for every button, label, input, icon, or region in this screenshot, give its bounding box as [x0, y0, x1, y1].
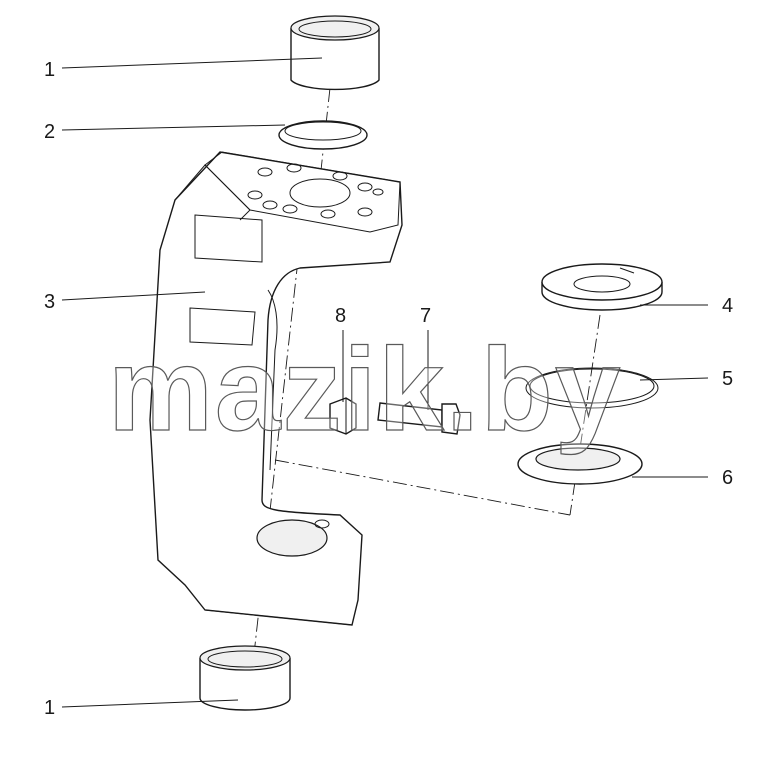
flange-hole [286, 163, 302, 173]
callout-5: 5 [722, 368, 733, 390]
seal-ring [278, 120, 368, 150]
flange-hole [247, 190, 263, 200]
flange-hole [332, 171, 348, 181]
flange-hole [357, 182, 373, 192]
seal-ring-inner [284, 121, 362, 141]
thrust-washer-slot [619, 267, 635, 274]
flange-bore [289, 178, 351, 208]
bushing-top-body [290, 28, 380, 91]
thrust-washer [541, 263, 663, 311]
callout-7: 7 [420, 305, 431, 327]
bushing-bottom-body [199, 658, 291, 711]
leader-2 [61, 124, 286, 131]
callout-2: 2 [44, 121, 55, 143]
axis-diagonal [274, 459, 571, 516]
bushing-bottom-inner [207, 650, 283, 668]
leader-3 [61, 291, 206, 301]
base-edge [204, 609, 353, 626]
steering-knuckle [149, 151, 403, 626]
leader-1-top [61, 57, 323, 69]
callout-8: 8 [335, 305, 346, 327]
shim-washer [517, 443, 643, 485]
callout-6: 6 [722, 467, 733, 489]
callout-4: 4 [722, 295, 733, 317]
o-ring-inner [529, 368, 655, 404]
side-window-lower [189, 307, 256, 346]
bushing-bottom [199, 645, 291, 711]
thrust-washer-bore [573, 275, 631, 293]
bushing-bottom-rim [199, 645, 291, 671]
leader-1-bottom [61, 699, 239, 708]
bushing-top [290, 15, 380, 91]
callout-3: 3 [44, 291, 55, 313]
watermark-logo: mazik.by [108, 324, 622, 456]
shim-washer-inner [535, 447, 621, 471]
flange-hole [320, 209, 336, 219]
flange-hole [372, 188, 384, 196]
side-window-upper [194, 214, 263, 263]
bushing-top-rim [290, 15, 380, 41]
arm-inner-edge [267, 289, 278, 471]
bolt-head [441, 403, 461, 435]
callout-1-bottom: 1 [44, 697, 55, 719]
flange-hole [257, 167, 273, 177]
flange-edge [174, 164, 251, 221]
lower-bore [256, 519, 328, 557]
leader-5 [639, 377, 709, 381]
knuckle-outline [149, 151, 403, 626]
o-ring [525, 367, 659, 409]
o-ring-outer [525, 367, 659, 409]
seal-ring-outer [278, 120, 368, 150]
bolt [377, 402, 461, 435]
callout-1-top: 1 [44, 59, 55, 81]
flange-hole [357, 207, 373, 217]
nut [329, 397, 357, 435]
flange-hole [282, 204, 298, 214]
axis-main [249, 259, 299, 691]
bushing-top-inner [298, 20, 372, 38]
thrust-washer-top [541, 263, 663, 301]
flange-hole [262, 200, 278, 210]
lower-hole [314, 519, 330, 529]
